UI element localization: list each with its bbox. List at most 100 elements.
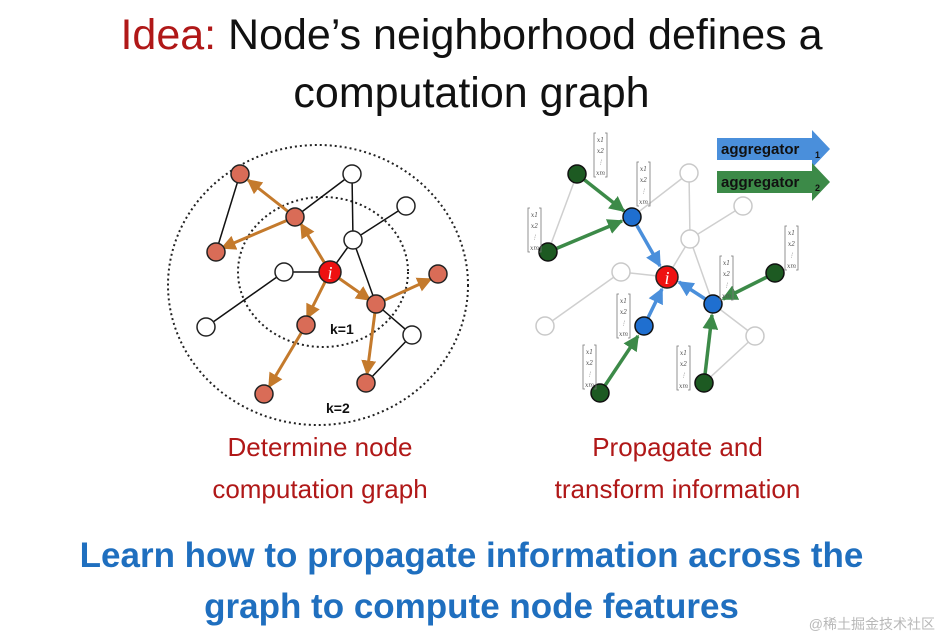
legend-aggregator-2: aggregator 2 bbox=[717, 163, 830, 201]
title-line-2: computation graph bbox=[293, 69, 650, 117]
vector-left-bracket bbox=[784, 225, 787, 271]
vector-left-bracket bbox=[527, 207, 530, 253]
vector-left-bracket bbox=[616, 293, 619, 339]
right-caption-line-2: transform information bbox=[554, 474, 801, 504]
right-node-hop2 bbox=[765, 263, 785, 283]
diagram-canvas: i k=1 k=2 aggregator 1 aggregator 2 bbox=[167, 130, 830, 426]
left-node-hop2 bbox=[230, 164, 250, 184]
vector-left-bracket bbox=[636, 161, 639, 207]
right-node-hop1 bbox=[703, 294, 723, 314]
feature-vector: x1 x2 ⋮ xm bbox=[616, 293, 631, 339]
left-node-outside bbox=[402, 325, 422, 345]
aggregator-2-subscript: 2 bbox=[815, 183, 820, 193]
vector-entry: xm bbox=[787, 263, 796, 270]
watermark: @稀土掘金技术社区 bbox=[808, 616, 935, 632]
vector-left-bracket bbox=[719, 255, 722, 301]
vector-right-bracket bbox=[628, 293, 631, 339]
left-node-hop1 bbox=[366, 294, 386, 314]
vector-entry: x1 bbox=[586, 349, 593, 356]
left-node-hop2 bbox=[428, 264, 448, 284]
right-node-faded bbox=[680, 229, 700, 249]
vector-right-bracket bbox=[796, 225, 799, 271]
left-center-node bbox=[318, 260, 342, 284]
vector-entry: x2 bbox=[680, 361, 687, 368]
aggregator-2-label: aggregator bbox=[721, 174, 800, 191]
vector-entry: xm bbox=[585, 382, 594, 389]
slide-title: Idea: Node’s neighborhood defines a comp… bbox=[0, 6, 943, 122]
feature-vector: x1 x2 ⋮ xm bbox=[676, 345, 691, 391]
vector-left-bracket bbox=[676, 345, 679, 391]
left-node-outside bbox=[274, 262, 294, 282]
right-center-node bbox=[655, 265, 679, 289]
outer-ring-label: k=2 bbox=[326, 400, 350, 416]
title-line-1-rest: Node’s neighborhood defines a bbox=[216, 11, 823, 59]
right-node-hop2 bbox=[567, 164, 587, 184]
vector-right-bracket bbox=[605, 132, 608, 178]
left-node-outside bbox=[196, 317, 216, 337]
right-node-faded bbox=[535, 316, 555, 336]
left-center-node-label: i bbox=[327, 263, 332, 283]
vector-entry: x2 bbox=[586, 360, 593, 367]
aggregator-2-arrow bbox=[717, 163, 830, 201]
right-node-faded bbox=[679, 163, 699, 183]
left-node-outside bbox=[343, 230, 363, 250]
right-caption-line-1: Propagate and bbox=[592, 432, 763, 462]
takeaway-line-2: graph to compute node features bbox=[204, 587, 739, 626]
vector-entry: x2 bbox=[597, 148, 604, 155]
inner-ring-label: k=1 bbox=[330, 321, 354, 337]
feature-vector: x1 x2 ⋮ xm bbox=[784, 225, 799, 271]
vector-entry: x1 bbox=[597, 137, 604, 144]
right-node-hop2 bbox=[694, 373, 714, 393]
aggregator-1-subscript: 1 bbox=[815, 150, 820, 160]
aggregator-1-arrow bbox=[717, 130, 830, 168]
feature-vector: x1 x2 ⋮ xm bbox=[582, 344, 597, 390]
right-node-faded bbox=[745, 326, 765, 346]
title-line-1: Idea: Node’s neighborhood defines a bbox=[0, 6, 943, 64]
vector-entry: ⋮ bbox=[621, 320, 627, 327]
right-node-hop2 bbox=[590, 383, 610, 403]
left-node-outside bbox=[342, 164, 362, 184]
left-node-hop1 bbox=[296, 315, 316, 335]
vector-entry: x2 bbox=[620, 309, 627, 316]
right-node-hop1 bbox=[622, 207, 642, 227]
left-caption-line-1: Determine node bbox=[227, 432, 413, 462]
left-node-hop2 bbox=[206, 242, 226, 262]
right-node-faded bbox=[733, 196, 753, 216]
legend-aggregator-1: aggregator 1 bbox=[717, 130, 830, 168]
vector-left-bracket bbox=[593, 132, 596, 178]
right-green-arrows bbox=[547, 172, 776, 394]
vector-entry: x1 bbox=[680, 350, 687, 357]
vector-entry: x1 bbox=[620, 298, 627, 305]
vector-entry: xm bbox=[530, 245, 539, 252]
vector-entry: ⋮ bbox=[789, 252, 795, 259]
right-center-node-label: i bbox=[664, 268, 669, 288]
vector-entry: xm bbox=[596, 170, 605, 177]
left-computation-graph: i k=1 k=2 bbox=[167, 144, 469, 426]
vector-entry: xm bbox=[722, 293, 731, 300]
vector-entry: xm bbox=[619, 331, 628, 338]
left-caption-line-2: computation graph bbox=[212, 474, 428, 504]
right-propagation-graph: aggregator 1 aggregator 2 bbox=[527, 130, 830, 403]
vector-entry: ⋮ bbox=[587, 371, 593, 378]
takeaway-statement: Learn how to propagate information acros… bbox=[0, 530, 943, 632]
vector-right-bracket bbox=[688, 345, 691, 391]
left-node-hop2 bbox=[356, 373, 376, 393]
vector-entry: x1 bbox=[788, 230, 795, 237]
vector-entry: x2 bbox=[531, 223, 538, 230]
right-node-faded bbox=[611, 262, 631, 282]
vector-entry: x1 bbox=[531, 212, 538, 219]
vector-entry: x2 bbox=[788, 241, 795, 248]
left-node-hop1 bbox=[285, 207, 305, 227]
left-node-hop2 bbox=[254, 384, 274, 404]
vector-entry: x2 bbox=[640, 177, 647, 184]
vector-entry: x1 bbox=[723, 260, 730, 267]
feature-vectors: x1x2⋮xmx1x2⋮xmx1x2⋮xmx1x2⋮xmx1x2⋮xmx1x2⋮… bbox=[527, 132, 799, 391]
vector-right-bracket bbox=[539, 207, 542, 253]
vector-entry: x2 bbox=[723, 271, 730, 278]
vector-entry: xm bbox=[679, 383, 688, 390]
vector-entry: ⋮ bbox=[681, 372, 687, 379]
